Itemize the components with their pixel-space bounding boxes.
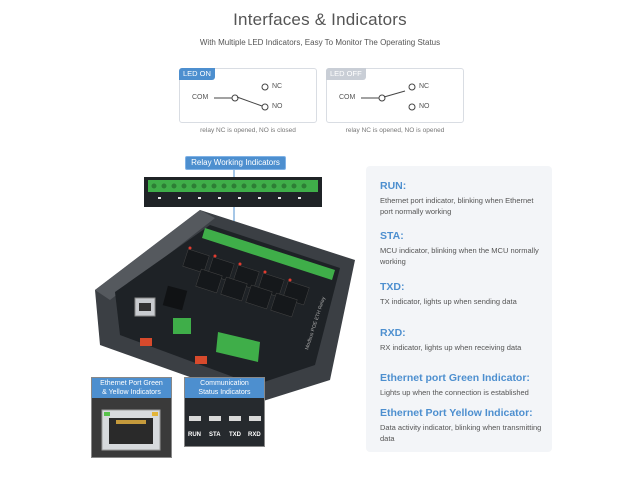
led-on-caption: relay NC is opened, NO is closed: [200, 127, 296, 134]
relay-working-indicators-tag: Relay Working Indicators: [185, 156, 286, 170]
relay-switch-off-diagram: [361, 83, 416, 111]
no-label: NO: [419, 103, 430, 110]
power-terminal: [173, 318, 191, 334]
relay-switch-on-diagram: [214, 83, 269, 111]
pcb: [115, 225, 340, 385]
ethernet-port-indicators-tag: Ethernet Port Green & Yellow Indicators: [92, 378, 171, 398]
green-led-icon: [104, 412, 110, 416]
status-led-closeup: [185, 398, 264, 446]
indicator-item-run: RUN: Ethernet port indicator, blinking w…: [380, 180, 534, 216]
nc-label: NC: [272, 83, 283, 90]
communication-status-indicators-tag: Communication Status Indicators: [185, 378, 264, 398]
indicator-description-panel: RUN: Ethernet port indicator, blinking w…: [366, 166, 552, 452]
indicator-item-sta: STA: MCU indicator, blinking when the MC…: [380, 230, 539, 266]
page-title: Interfaces & Indicators: [233, 10, 407, 29]
nc-label: NC: [419, 83, 430, 90]
com-label: COM: [339, 94, 356, 101]
indicator-item-txd: TXD: TX indicator, lights up when sendin…: [380, 281, 517, 306]
led-off-badge: LED OFF: [326, 68, 366, 80]
no-label: NO: [272, 103, 283, 110]
led-on-badge: LED ON: [179, 68, 215, 80]
yellow-led-icon: [152, 412, 158, 416]
relay-status-card-led-on: LED ON COM NC NO: [179, 68, 317, 123]
indicator-item-ethernet-green: Ethernet port Green Indicator: Lights up…: [380, 372, 530, 397]
led-txd-label: TXD: [229, 432, 241, 438]
led-off-caption: relay NC is opened, NO is opened: [345, 127, 445, 134]
relay-board-illustration: Modbus POE ETH Relay: [95, 170, 355, 402]
indicator-item-rxd: RXD: RX indicator, lights up when receiv…: [380, 327, 522, 352]
led-rxd-label: RXD: [248, 432, 261, 438]
page-subtitle: With Multiple LED Indicators, Easy To Mo…: [199, 38, 441, 47]
led-run-label: RUN: [188, 432, 201, 438]
com-label: COM: [192, 94, 209, 101]
mcu-chip: [162, 285, 188, 311]
communication-status-inset: Communication Status Indicators RUN STA …: [184, 377, 265, 447]
indicator-item-ethernet-yellow: Ethernet Port Yellow Indicator: Data act…: [380, 407, 542, 443]
terminal-blocks-top: [148, 180, 318, 199]
rs485-terminal: [216, 332, 260, 362]
relays: [182, 248, 310, 318]
relay-status-card-led-off: LED OFF COM NC NO: [326, 68, 464, 123]
led-sta-label: STA: [209, 432, 221, 438]
rj45-closeup: [92, 398, 171, 457]
ethernet-port-inset: Ethernet Port Green & Yellow Indicators: [91, 377, 172, 458]
